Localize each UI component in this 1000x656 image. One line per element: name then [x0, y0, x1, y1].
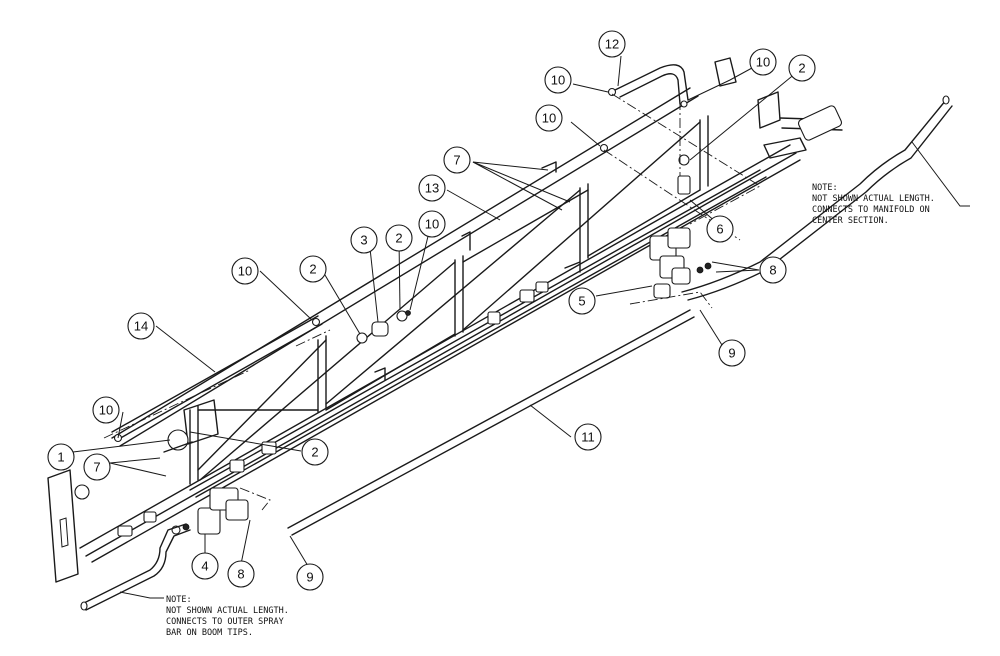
callout-12: 12 — [598, 30, 626, 58]
svg-text:BAR ON BOOM TIPS.: BAR ON BOOM TIPS. — [166, 628, 253, 638]
svg-text:7: 7 — [453, 153, 460, 168]
svg-text:12: 12 — [605, 37, 619, 52]
svg-text:2: 2 — [798, 61, 805, 76]
svg-text:8: 8 — [769, 263, 776, 278]
note-right: NOTE: NOT SHOWN ACTUAL LENGTH. CONNECTS … — [812, 183, 935, 226]
callout-8: 8 — [227, 560, 255, 588]
svg-text:CONNECTS TO MANIFOLD ON: CONNECTS TO MANIFOLD ON — [812, 205, 930, 215]
svg-text:11: 11 — [581, 430, 595, 445]
callout-1: 1 — [47, 443, 75, 471]
boom-frame — [47, 57, 843, 583]
svg-text:10: 10 — [756, 55, 770, 70]
callout-10: 10 — [418, 210, 446, 238]
callout-2: 2 — [385, 224, 413, 252]
svg-text:10: 10 — [238, 264, 252, 279]
callout-8: 8 — [759, 256, 787, 284]
svg-text:2: 2 — [395, 231, 402, 246]
svg-text:10: 10 — [99, 403, 113, 418]
callout-6: 6 — [706, 215, 734, 243]
note-left: NOTE: NOT SHOWN ACTUAL LENGTH. CONNECTS … — [166, 595, 289, 638]
svg-text:5: 5 — [578, 294, 585, 309]
callout-9: 9 — [718, 339, 746, 367]
callout-4: 4 — [191, 552, 219, 580]
callout-13: 13 — [418, 174, 446, 202]
svg-text:14: 14 — [134, 319, 148, 334]
svg-text:13: 13 — [425, 181, 439, 196]
callout-5: 5 — [568, 287, 596, 315]
svg-text:2: 2 — [309, 262, 316, 277]
svg-text:9: 9 — [728, 346, 735, 361]
callout-7: 7 — [83, 453, 111, 481]
svg-text:2: 2 — [311, 445, 318, 460]
svg-text:CENTER SECTION.: CENTER SECTION. — [812, 216, 889, 226]
callout-10: 10 — [749, 48, 777, 76]
svg-text:NOT SHOWN ACTUAL LENGTH.: NOT SHOWN ACTUAL LENGTH. — [812, 194, 935, 204]
svg-text:9: 9 — [306, 570, 313, 585]
callout-9: 9 — [296, 563, 324, 591]
svg-text:10: 10 — [542, 111, 556, 126]
callout-7: 7 — [443, 146, 471, 174]
leader-lines — [72, 55, 970, 599]
callout-2: 2 — [299, 255, 327, 283]
callout-10: 10 — [231, 257, 259, 285]
callout-10: 10 — [544, 66, 572, 94]
svg-text:7: 7 — [93, 460, 100, 475]
svg-text:NOTE:: NOTE: — [166, 595, 192, 605]
svg-text:3: 3 — [360, 233, 367, 248]
callout-3: 3 — [350, 226, 378, 254]
svg-text:10: 10 — [425, 217, 439, 232]
svg-text:10: 10 — [551, 73, 565, 88]
svg-text:NOTE:: NOTE: — [812, 183, 838, 193]
svg-text:1: 1 — [57, 450, 64, 465]
svg-text:4: 4 — [201, 559, 208, 574]
plumbing-components — [113, 87, 712, 537]
svg-text:CONNECTS TO OUTER SPRAY: CONNECTS TO OUTER SPRAY — [166, 617, 284, 627]
svg-text:6: 6 — [716, 222, 723, 237]
callout-10: 10 — [92, 396, 120, 424]
callout-14: 14 — [127, 312, 155, 340]
callout-11: 11 — [574, 423, 602, 451]
svg-text:8: 8 — [237, 567, 244, 582]
callout-10: 10 — [535, 104, 563, 132]
callout-2: 2 — [788, 54, 816, 82]
callout-2: 2 — [301, 438, 329, 466]
svg-text:NOT SHOWN ACTUAL LENGTH.: NOT SHOWN ACTUAL LENGTH. — [166, 606, 289, 616]
callout-balloons: 12 10 10 2 10 7 13 6 3 2 10 2 10 8 5 14 … — [47, 30, 816, 591]
